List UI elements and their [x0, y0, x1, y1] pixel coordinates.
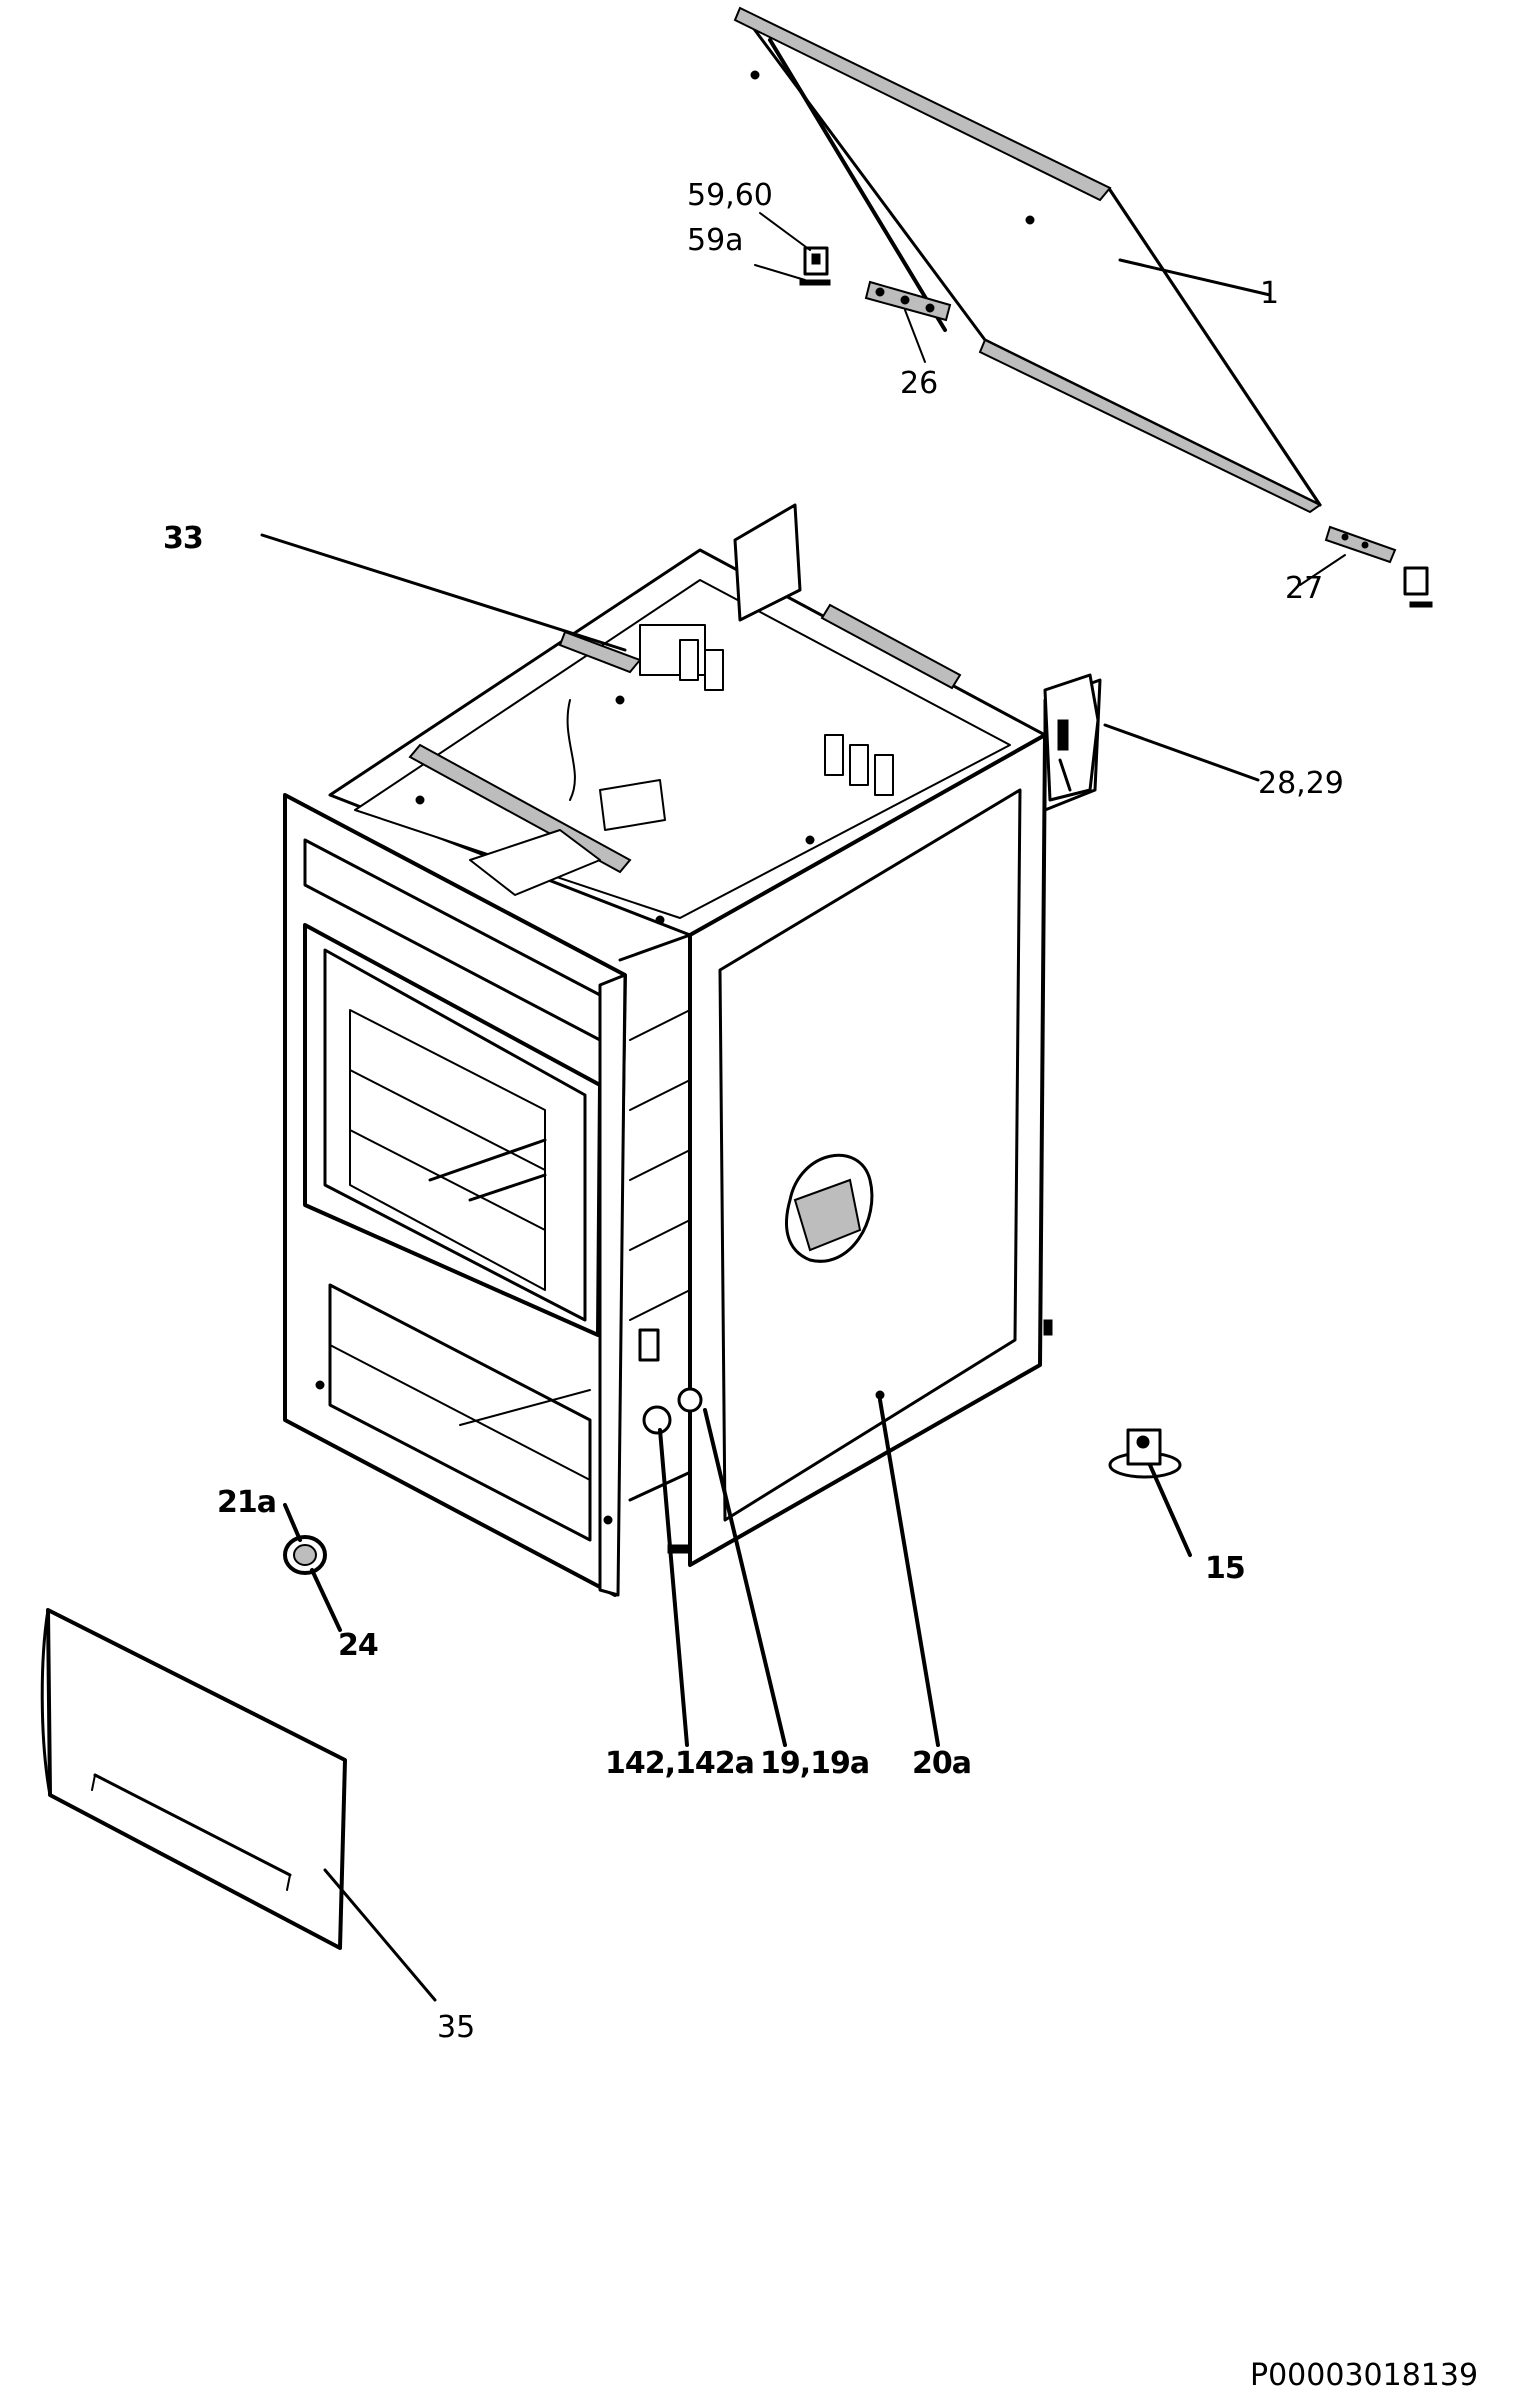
side-parts-142-19 [638, 1328, 703, 1554]
drawer-front-35 [40, 1608, 347, 1950]
label-59-60: 59,60 [687, 178, 773, 213]
hinge-part-26 [864, 280, 952, 322]
foot-15 [1108, 1428, 1182, 1479]
callout-labels: 1 59,60 59a 26 27 28,29 33 21a 24 15 142… [163, 178, 1344, 2045]
bracket-28-29 [1043, 673, 1100, 802]
label-24: 24 [338, 1628, 378, 1663]
side-panel [688, 733, 1053, 1567]
label-59a: 59a [687, 223, 744, 258]
label-28-29: 28,29 [1258, 766, 1344, 801]
label-35: 35 [437, 2010, 475, 2045]
label-19-19a: 19,19a [760, 1746, 869, 1781]
hinge-part-27 [1324, 525, 1433, 608]
label-20a: 20a [912, 1746, 971, 1781]
label-1: 1 [1260, 276, 1279, 311]
label-33: 33 [163, 521, 203, 556]
document-id: P00003018139 [1250, 2358, 1478, 2393]
knob-21a-24 [283, 1535, 327, 1575]
label-26: 26 [900, 366, 938, 401]
label-27: 27 [1285, 571, 1323, 606]
label-15: 15 [1205, 1551, 1245, 1586]
label-142-142a: 142,142a [605, 1746, 754, 1781]
label-21a: 21a [217, 1485, 276, 1520]
leader-lines [260, 212, 1346, 2002]
top-panel [733, 6, 1322, 514]
front-frame [283, 793, 627, 1597]
bracket-59 [799, 246, 831, 286]
